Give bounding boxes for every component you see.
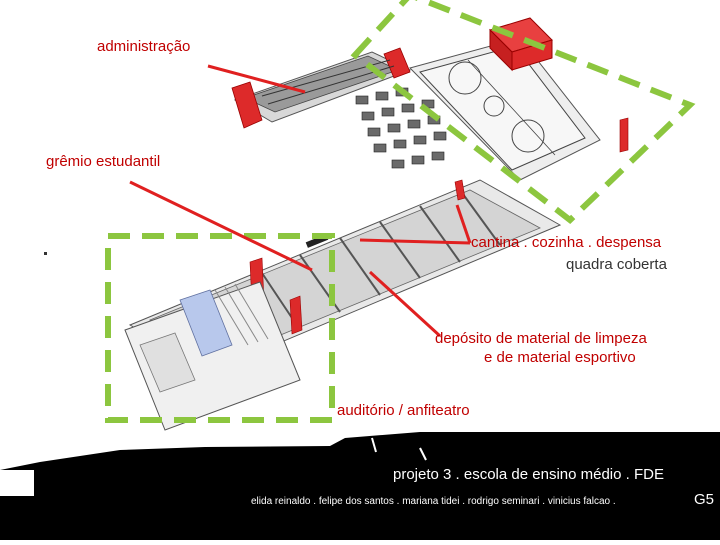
label-administracao: administração	[97, 38, 191, 55]
ground-mark-1	[371, 437, 377, 453]
label-deposito-line1: depósito de material de limpeza	[435, 330, 647, 347]
label-gremio-estudantil: grêmio estudantil	[46, 153, 161, 170]
label-auditorio: auditório / anfiteatro	[337, 402, 470, 419]
speck-mark	[44, 252, 47, 255]
label-deposito-line2: e de material esportivo	[484, 349, 636, 366]
leader-administracao	[207, 64, 306, 94]
leader-cantina-2	[455, 204, 472, 244]
ground-mark-2	[419, 447, 427, 461]
group-label: G5	[694, 491, 715, 508]
sports-court	[409, 37, 601, 181]
footer-ground	[0, 432, 720, 540]
label-quadra-coberta: quadra coberta	[566, 256, 667, 273]
authors-line: elida reinaldo . felipe dos santos . mar…	[251, 496, 616, 507]
classroom-grid	[355, 87, 447, 169]
project-title: projeto 3 . escola de ensino médio . FDE	[393, 466, 664, 483]
quadra-highlight-frame	[350, 0, 696, 224]
leader-gremio	[129, 180, 313, 272]
leader-lines	[129, 64, 472, 338]
auditorio-highlight-frame	[105, 233, 335, 423]
label-cantina: cantina . cozinha . despensa	[471, 234, 662, 251]
auditorium-wing	[124, 281, 301, 431]
leader-cantina-1	[359, 238, 471, 245]
leader-deposito	[368, 270, 442, 338]
footer-white-notch	[0, 470, 34, 496]
green-dashed-frames	[105, 0, 696, 423]
